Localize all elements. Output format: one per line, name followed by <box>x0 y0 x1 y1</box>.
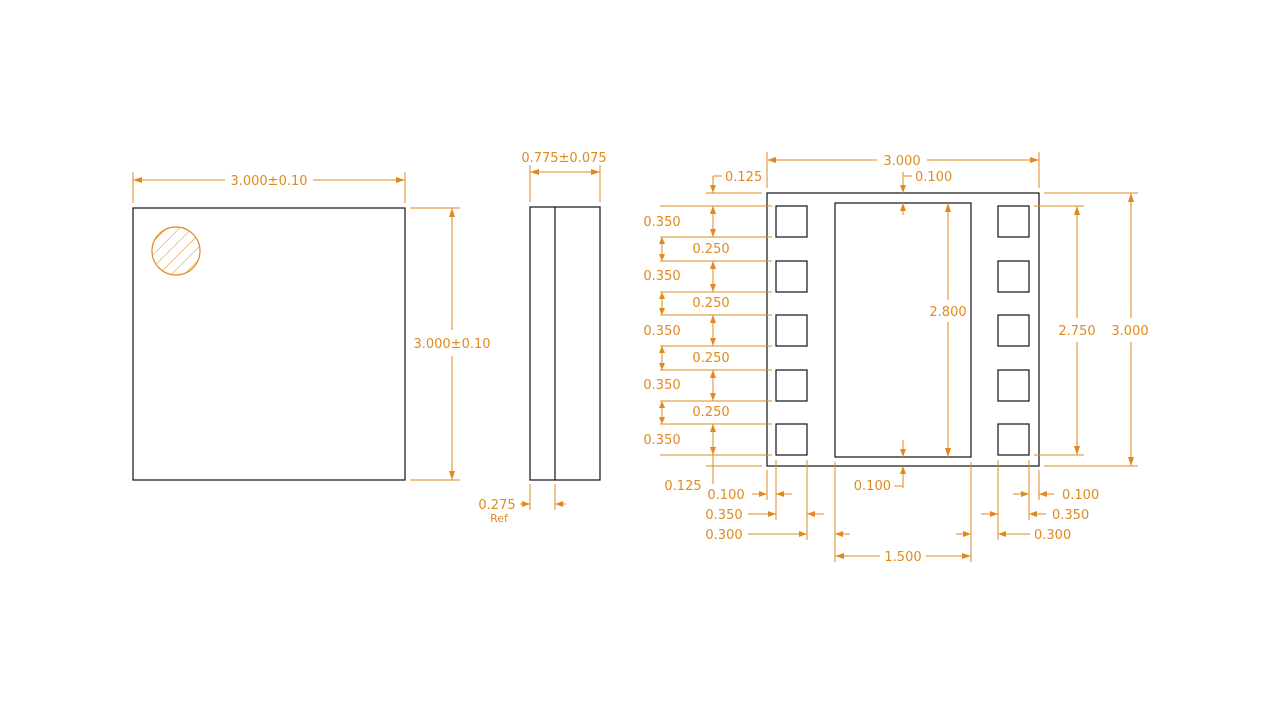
left-gap-label: 0.300 <box>705 528 742 543</box>
pad-left-3 <box>775 314 808 347</box>
top-height-dimension: 3.000±0.10 <box>410 207 491 481</box>
pad-stack-dimensions: 0.350 0.250 0.350 0.250 0.350 0.250 <box>643 206 730 494</box>
top-height-label: 3.000±0.10 <box>413 337 490 352</box>
top-view: 3.000±0.10 3.000±0.10 <box>132 172 491 481</box>
pad-left-5 <box>775 423 808 456</box>
left-edge-label: 0.100 <box>707 488 744 503</box>
pad-gap-3-label: 0.250 <box>692 351 729 366</box>
side-view: 0.775±0.075 0.275 Ref <box>478 151 606 525</box>
package-body-side <box>529 206 601 481</box>
pad-left-1 <box>775 205 808 238</box>
pad-right-2 <box>997 260 1030 293</box>
pad-right-1-pin1-icon <box>997 205 1030 238</box>
pad-edge-top-label: 0.100 <box>915 170 952 185</box>
right-pad-width-label: 0.350 <box>1052 508 1089 523</box>
side-thickness-label: 0.775±0.075 <box>521 151 606 166</box>
paddle-edge-bottom-label: 0.100 <box>854 479 891 494</box>
side-ref-dimension: 0.275 Ref <box>478 484 566 525</box>
side-ref-note: Ref <box>490 512 509 525</box>
right-horizontal-dimensions: 0.100 0.350 0.300 <box>956 460 1099 543</box>
bottom-height-dimension: 3.000 <box>1044 192 1149 467</box>
bottom-height-label: 3.000 <box>1111 324 1148 339</box>
paddle-width-dimension: 1.500 <box>834 462 972 565</box>
pad-gap-2-label: 0.250 <box>692 296 729 311</box>
paddle-bottom-edge-dimension: 0.100 <box>854 440 906 494</box>
paddle-top-edge-dimension: 0.100 <box>900 170 952 215</box>
side-ref-value: 0.275 <box>478 498 515 513</box>
side-thickness-dimension: 0.775±0.075 <box>521 151 607 202</box>
paddle-width-label: 1.500 <box>884 550 921 565</box>
pad-len-4-label: 0.350 <box>643 378 680 393</box>
right-gap-label: 0.300 <box>1034 528 1071 543</box>
pin1-marker-icon <box>151 226 201 276</box>
right-edge-label: 0.100 <box>1062 488 1099 503</box>
pad-right-4 <box>997 369 1030 402</box>
paddle-height-dimension: 2.800 <box>929 203 967 457</box>
pad-len-5-label: 0.350 <box>643 433 680 448</box>
paddle-height-label: 2.800 <box>929 305 966 320</box>
pad-gap-1-label: 0.250 <box>692 242 729 257</box>
pad-len-3-label: 0.350 <box>643 324 680 339</box>
bottom-view: 3.000 3.000 2.750 2.80 <box>643 152 1149 565</box>
bottom-width-label: 3.000 <box>883 154 920 169</box>
top-width-dimension: 3.000±0.10 <box>132 172 406 203</box>
pad-span-label: 2.750 <box>1058 324 1095 339</box>
top-width-label: 3.000±0.10 <box>230 174 307 189</box>
left-horizontal-dimensions: 0.100 0.350 0.300 <box>705 460 850 543</box>
pad-len-1-label: 0.350 <box>643 215 680 230</box>
pad-bottom-margin-label: 0.125 <box>664 479 701 494</box>
pad-left-4 <box>775 369 808 402</box>
left-pad-width-label: 0.350 <box>705 508 742 523</box>
pad-right-5 <box>997 423 1030 456</box>
pad-pitch-outer-label: 0.125 <box>725 170 762 185</box>
pad-len-2-label: 0.350 <box>643 269 680 284</box>
pad-gap-4-label: 0.250 <box>692 405 729 420</box>
package-body-top <box>132 207 406 481</box>
pad-span-dimension: 2.750 <box>1034 205 1096 456</box>
pad-right-3 <box>997 314 1030 347</box>
bottom-width-dimension: 3.000 <box>766 152 1040 188</box>
pad-left-2 <box>775 260 808 293</box>
exposed-paddle <box>834 202 972 458</box>
